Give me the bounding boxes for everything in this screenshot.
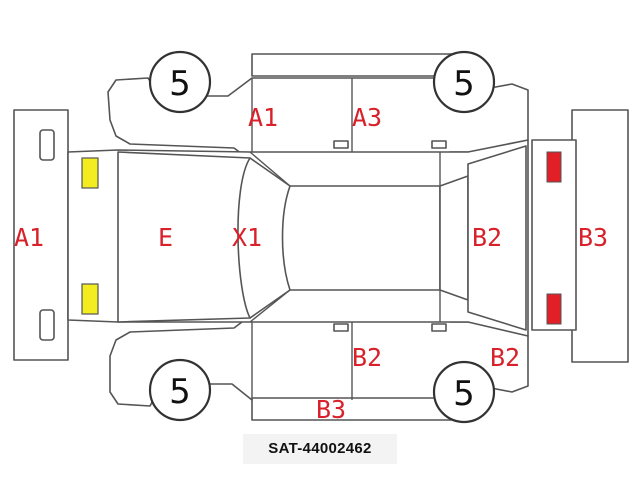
tire-front-left: 5	[148, 50, 212, 114]
label-left-rear-door: A3	[352, 103, 382, 132]
roof-panel	[281, 185, 441, 291]
tire-tread-value: 5	[169, 372, 191, 412]
tire-tread-value: 5	[169, 64, 191, 104]
hood-panel	[117, 151, 251, 323]
right-side-body	[109, 315, 529, 421]
tire-tread-value: 5	[453, 64, 475, 104]
label-hood: E	[158, 223, 173, 252]
front-lights	[81, 157, 99, 315]
rear-light-bottom	[546, 293, 562, 325]
tire-front-right: 5	[148, 358, 212, 422]
front-light-top	[81, 157, 99, 189]
label-left-front-door: A1	[248, 103, 278, 132]
label-rear-glass: B2	[472, 223, 502, 252]
rear-lights	[531, 139, 577, 331]
label-right-rear-fender: B2	[490, 343, 520, 372]
stock-number-label: SAT-44002462	[243, 434, 397, 464]
label-front-bumper: A1	[14, 223, 44, 252]
front-bumper	[13, 109, 69, 361]
left-side-body	[107, 53, 529, 161]
label-windshield: X1	[232, 223, 262, 252]
front-light-bottom	[81, 283, 99, 315]
label-right-rear-door: B2	[352, 343, 382, 372]
top-view-body	[67, 139, 529, 337]
tire-rear-right: 5	[432, 360, 496, 424]
rear-light-top	[546, 151, 562, 183]
trunk-panel	[467, 145, 527, 331]
label-right-sill: B3	[316, 395, 346, 424]
tire-rear-left: 5	[432, 50, 496, 114]
label-rear-bumper: B3	[578, 223, 608, 252]
tire-tread-value: 5	[453, 374, 475, 414]
rear-glass-panel	[439, 175, 469, 301]
